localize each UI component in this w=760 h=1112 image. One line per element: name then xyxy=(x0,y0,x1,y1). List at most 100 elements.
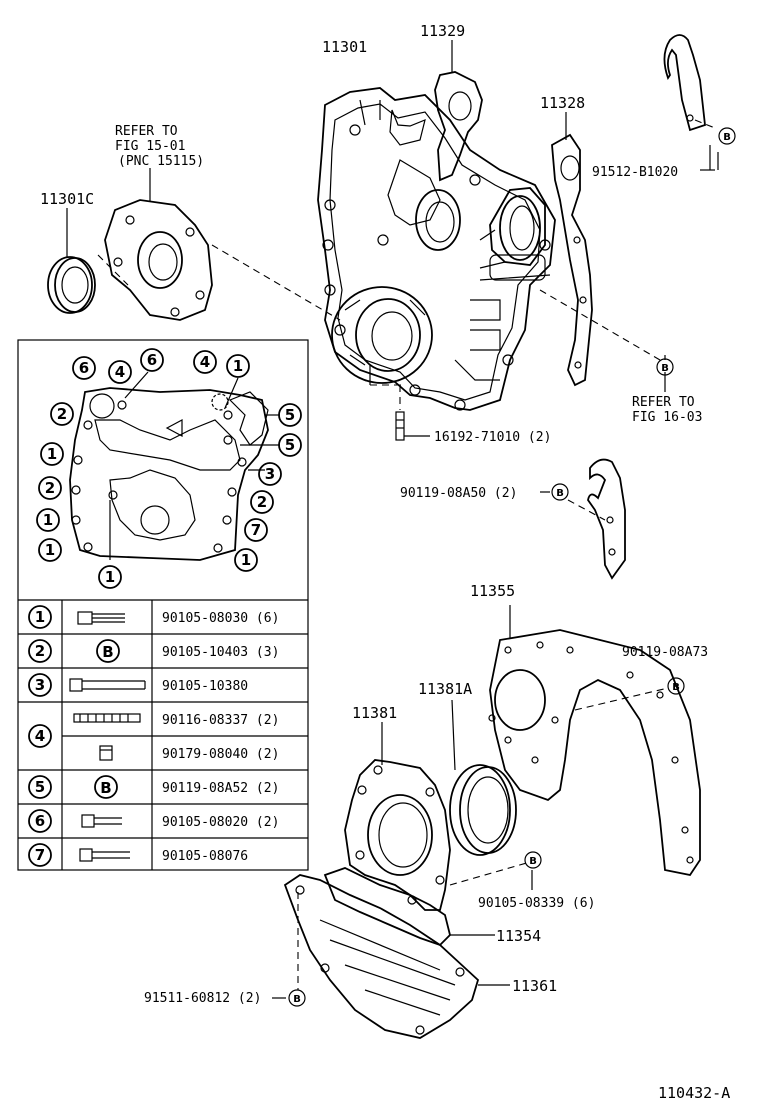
b-callout-icon: B xyxy=(288,989,306,1007)
table-part-number: 90105-08020 (2) xyxy=(162,815,279,830)
table-part-number: 90179-08040 (2) xyxy=(162,747,279,762)
label-11354: 11354 xyxy=(496,927,541,945)
label-11381: 11381 xyxy=(352,704,397,722)
oil-pump-housing xyxy=(97,168,213,321)
b-callout-icon: B xyxy=(718,127,736,145)
table-part-number: 90105-10380 xyxy=(162,679,248,694)
gasket-11328 xyxy=(551,112,593,387)
b-icon-letter: B xyxy=(102,643,113,661)
svg-text:2: 2 xyxy=(45,479,55,497)
svg-text:7: 7 xyxy=(35,846,45,864)
table-key-marker: 2 xyxy=(28,639,52,663)
svg-text:1: 1 xyxy=(35,608,45,626)
label-16192-71010: 16192-71010 (2) xyxy=(434,430,551,445)
label-11301c: 11301C xyxy=(40,190,94,208)
bracket-90119-08a50 xyxy=(567,458,626,580)
svg-text:B: B xyxy=(529,856,537,867)
refer-note-2-line1: REFER TO xyxy=(632,395,695,410)
svg-text:3: 3 xyxy=(265,465,275,483)
b-icon-letter: B xyxy=(100,779,111,797)
label-11381a: 11381A xyxy=(418,680,472,698)
label-11355: 11355 xyxy=(470,582,515,600)
oil-seal-11301c xyxy=(47,208,96,314)
bolt-position-marker: 5 xyxy=(278,403,302,427)
bolt-position-marker: 1 xyxy=(98,565,122,589)
bolt-position-marker: 3 xyxy=(258,462,282,486)
label-90119-08a50: 90119-08A50 (2) xyxy=(400,486,517,501)
svg-text:1: 1 xyxy=(43,511,53,529)
oil-pan-11361 xyxy=(283,874,510,1039)
bolt-position-marker: 2 xyxy=(38,476,62,500)
bolt-position-marker: 2 xyxy=(50,402,74,426)
timing-cover-11301 xyxy=(317,87,556,441)
bolt-position-marker: 1 xyxy=(234,548,258,572)
baffle-plate-11354 xyxy=(323,867,495,947)
table-key-marker: 6 xyxy=(28,809,52,833)
seal-retainer-11381 xyxy=(344,722,451,911)
stud-bolt-icon xyxy=(73,713,141,723)
svg-text:7: 7 xyxy=(251,521,261,539)
b-callout-icon: B xyxy=(656,358,674,376)
svg-text:6: 6 xyxy=(147,351,157,369)
svg-text:1: 1 xyxy=(47,445,57,463)
flange-bolt-icon xyxy=(79,848,130,862)
table-key-marker: 3 xyxy=(28,673,52,697)
engine-hanger-91512 xyxy=(663,34,716,171)
bolt-table: 1 90105-08030 (6) 2 90105-10403 (3) 3 90105-1… xyxy=(18,600,308,870)
label-91512-b1020: 91512-B1020 xyxy=(592,165,678,180)
bolt-position-marker: 4 xyxy=(108,360,132,384)
flange-bolt-icon xyxy=(81,814,122,828)
bolt-position-marker: 1 xyxy=(40,442,64,466)
svg-text:1: 1 xyxy=(45,541,55,559)
table-part-number: 90119-08A52 (2) xyxy=(162,781,279,796)
svg-text:4: 4 xyxy=(200,353,210,371)
table-part-number: 90105-08030 (6) xyxy=(162,611,279,626)
svg-text:B: B xyxy=(672,682,680,693)
svg-text:6: 6 xyxy=(79,359,89,377)
svg-text:B: B xyxy=(723,132,731,143)
table-part-number: 90105-08076 xyxy=(162,849,248,864)
svg-text:B: B xyxy=(293,994,301,1005)
flange-bolt-icon xyxy=(77,611,125,625)
label-91511-60812: 91511-60812 (2) xyxy=(144,991,261,1006)
gasket-11329 xyxy=(434,40,483,182)
label-11329: 11329 xyxy=(420,22,465,40)
svg-text:6: 6 xyxy=(35,812,45,830)
svg-text:3: 3 xyxy=(35,676,45,694)
svg-text:5: 5 xyxy=(285,436,295,454)
svg-text:5: 5 xyxy=(285,406,295,424)
label-90119-08a73: 90119-08A73 xyxy=(622,645,708,660)
bolt-position-marker: 1 xyxy=(226,354,250,378)
table-key-marker: 7 xyxy=(28,843,52,867)
oil-seal-11381a xyxy=(449,699,517,856)
bolt-position-marker: 1 xyxy=(36,508,60,532)
b-callout-icon: B xyxy=(667,677,685,695)
bolt-position-marker: 1 xyxy=(38,538,62,562)
b-circle-icon xyxy=(94,775,118,799)
svg-text:1: 1 xyxy=(241,551,251,569)
table-part-number: 90105-10403 (3) xyxy=(162,645,279,660)
b-callout-icon: B xyxy=(551,483,569,501)
refer-note-2-line2: FIG 16-03 xyxy=(632,410,702,425)
long-bolt-icon xyxy=(69,678,146,692)
svg-text:1: 1 xyxy=(105,568,115,586)
bolt-position-marker: 2 xyxy=(250,490,274,514)
svg-text:4: 4 xyxy=(115,363,125,381)
svg-text:B: B xyxy=(661,363,669,374)
svg-text:2: 2 xyxy=(35,642,45,660)
svg-text:5: 5 xyxy=(35,778,45,796)
label-11301: 11301 xyxy=(322,38,367,56)
svg-text:2: 2 xyxy=(57,405,67,423)
refer-note-1-line1: REFER TO xyxy=(115,124,178,139)
figure-id: 110432-A xyxy=(658,1084,730,1102)
label-90105-08339: 90105-08339 (6) xyxy=(478,896,595,911)
refer-note-1-line2: FIG 15-01 xyxy=(115,139,185,154)
bolt-position-marker: 7 xyxy=(244,518,268,542)
svg-text:B: B xyxy=(556,488,564,499)
bolt-position-marker: 6 xyxy=(72,356,96,380)
label-11328: 11328 xyxy=(540,94,585,112)
bolt-position-marker: 6 xyxy=(140,348,164,372)
